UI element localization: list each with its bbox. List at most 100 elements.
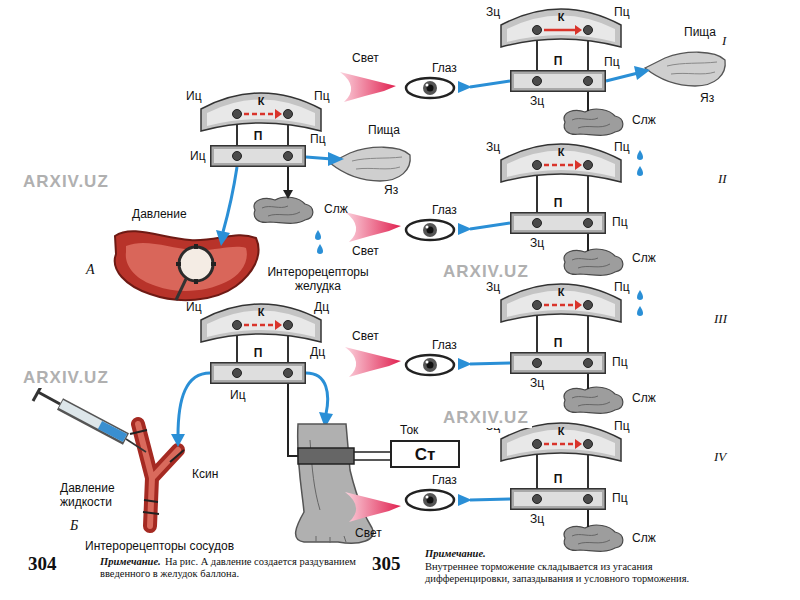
node-text: П bbox=[554, 337, 563, 349]
dog-leg bbox=[296, 424, 374, 543]
neuron-dot bbox=[533, 440, 542, 449]
text-label: А bbox=[86, 262, 95, 278]
cortical-connection bbox=[244, 113, 276, 116]
syringe-needle bbox=[126, 439, 146, 452]
neuron-dot bbox=[533, 77, 542, 86]
eye-symbol bbox=[406, 355, 454, 375]
text-label: Интерорецепторы желудка bbox=[262, 266, 374, 294]
text-label: I bbox=[722, 34, 726, 49]
text-label: Пц bbox=[614, 141, 630, 155]
subcortex-outline bbox=[511, 489, 606, 510]
text-label: Глаз bbox=[432, 204, 457, 218]
text-label: Примечание. bbox=[100, 556, 161, 568]
text-label: Яз bbox=[384, 184, 398, 198]
subcortex-box-shape bbox=[510, 352, 606, 374]
afferent-arrowhead bbox=[216, 230, 230, 246]
text-label: Зц bbox=[530, 237, 544, 251]
note-text: Внутреннее торможение складывается из уг… bbox=[425, 561, 725, 585]
text-label: Пища bbox=[368, 124, 400, 138]
neuron-dot bbox=[584, 77, 593, 86]
cortex-arc: К bbox=[500, 283, 622, 323]
cortical-arrowhead bbox=[575, 439, 582, 449]
cortex-arc: К bbox=[500, 143, 622, 183]
neuron-dot bbox=[533, 495, 542, 504]
neuron-dot bbox=[584, 301, 593, 310]
subcortex-outline bbox=[511, 213, 606, 234]
text-label: Слж bbox=[632, 114, 656, 128]
cortical-arrowhead bbox=[575, 160, 582, 170]
text-label: Дц bbox=[314, 301, 329, 315]
stomach bbox=[115, 231, 259, 300]
neuron-dot bbox=[284, 369, 293, 378]
subcortex-inner bbox=[514, 74, 602, 88]
watermark: ARXIV.UZ bbox=[20, 368, 112, 388]
subcortex-box: П bbox=[510, 212, 606, 234]
efferent-path bbox=[287, 167, 289, 192]
text-label: Пц bbox=[612, 216, 628, 230]
cortex-outline bbox=[501, 9, 621, 47]
text-label: Иц bbox=[190, 150, 206, 164]
tongue bbox=[330, 147, 410, 181]
visual-arrowhead bbox=[458, 358, 472, 370]
saliva-drop bbox=[317, 244, 323, 254]
cortical-arrowhead bbox=[275, 109, 282, 119]
connector-line bbox=[236, 124, 238, 145]
text-label: Свет bbox=[355, 527, 382, 541]
text-label: Свет bbox=[352, 52, 379, 66]
cortical-connection bbox=[544, 304, 576, 307]
subcortex-box-shape bbox=[510, 488, 606, 510]
text-label: Пц bbox=[612, 356, 628, 370]
syringe-barrel bbox=[61, 404, 125, 438]
text-label: Зц bbox=[486, 141, 500, 155]
afferent-path bbox=[606, 73, 638, 81]
text-label: Пц bbox=[310, 133, 326, 147]
cortex-arc: К bbox=[500, 8, 622, 48]
text-label: Б bbox=[70, 518, 78, 534]
node-text: П bbox=[554, 473, 563, 485]
text-label: II bbox=[718, 172, 727, 187]
neuron-dot bbox=[233, 321, 242, 330]
salivary-gland bbox=[564, 249, 623, 275]
text-label: Иц bbox=[230, 389, 246, 403]
subcortex-outline bbox=[511, 353, 606, 374]
watermark: ARXIV.UZ bbox=[440, 262, 532, 282]
node-text: К bbox=[258, 307, 265, 318]
connector-line bbox=[536, 315, 538, 352]
connector-line bbox=[536, 454, 538, 488]
light-ray bbox=[345, 492, 401, 522]
tongue bbox=[645, 52, 725, 86]
neuron-dot bbox=[584, 495, 593, 504]
text-label: Пц bbox=[614, 6, 630, 20]
light-ray bbox=[340, 72, 396, 102]
text-label: IV bbox=[714, 450, 726, 465]
text-label: Слж bbox=[632, 252, 656, 266]
salivary-gland bbox=[564, 525, 623, 551]
text-label: Глаз bbox=[432, 474, 457, 488]
blood-vessel-lumen bbox=[138, 424, 178, 526]
text-label: Яз bbox=[700, 92, 714, 106]
cortex-outline bbox=[501, 423, 621, 461]
node-text: К bbox=[558, 287, 565, 298]
saliva-drop bbox=[315, 230, 321, 240]
cortical-connection bbox=[244, 324, 276, 327]
text-label: Давление bbox=[132, 208, 187, 222]
neuron-dot bbox=[584, 359, 593, 368]
subcortex-box-shape bbox=[210, 362, 306, 384]
afferent-arrowhead bbox=[171, 434, 185, 447]
connector-line bbox=[536, 40, 538, 70]
eye-symbol bbox=[406, 220, 454, 240]
text-label: Свет bbox=[352, 245, 379, 259]
subcortex-inner bbox=[514, 492, 602, 506]
cortex-arc: К bbox=[200, 92, 322, 132]
afferent-path bbox=[178, 373, 210, 436]
cortical-arrowhead bbox=[575, 25, 582, 35]
text-label: Зц bbox=[530, 95, 544, 109]
text-label: Глаз bbox=[432, 339, 457, 353]
connector-line bbox=[287, 125, 289, 145]
subcortex-box-shape bbox=[210, 145, 306, 167]
figure-number: 304 bbox=[28, 553, 57, 575]
neuron-dot bbox=[533, 359, 542, 368]
subcortex-outline bbox=[211, 363, 306, 384]
